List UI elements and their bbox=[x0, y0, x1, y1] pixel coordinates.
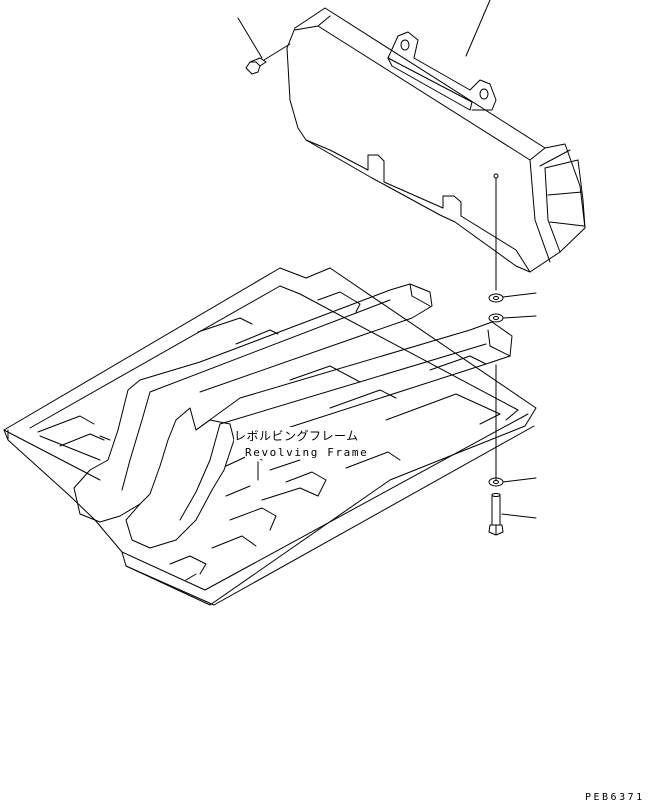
bolt bbox=[488, 493, 537, 536]
drawing-code: PEB6371 bbox=[585, 792, 645, 803]
frame-label-english: Revolving Frame bbox=[245, 446, 369, 459]
revolving-frame bbox=[3, 267, 537, 606]
frame-label-japanese: レボルビングフレーム bbox=[234, 427, 359, 444]
fastener-axis bbox=[493, 173, 499, 481]
lifting-eye-bracket bbox=[387, 31, 497, 111]
washer-middle bbox=[488, 313, 537, 323]
washer-lower bbox=[488, 477, 537, 487]
plug bbox=[245, 43, 291, 75]
counterweight bbox=[286, 7, 586, 273]
leader-line-plug bbox=[237, 17, 263, 59]
leader-line-counterweight bbox=[465, 0, 491, 57]
washer-upper bbox=[488, 292, 537, 303]
